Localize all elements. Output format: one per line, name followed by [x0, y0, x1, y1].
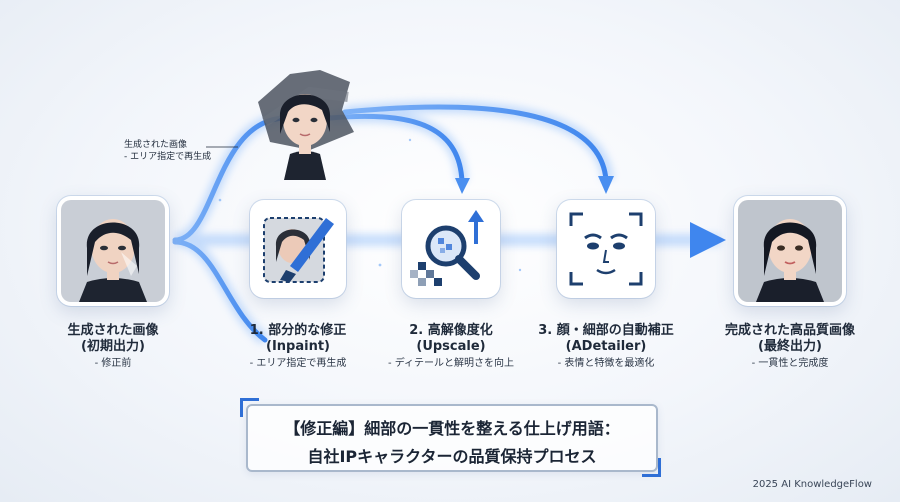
title-line1: 【修正編】細部の一貫性を整える仕上げ用語：: [284, 419, 620, 438]
brush-icon: [263, 217, 334, 283]
title-line2: 自社IPキャラクターの品質保持プロセス: [307, 447, 597, 466]
stage-title: 1. 部分的な修正: [249, 323, 347, 338]
stage-note: - 表情と特徴を最適化: [557, 357, 655, 369]
card-adetailer: [557, 200, 655, 298]
card-inpaint: [250, 200, 346, 298]
stage-title: 生成された画像: [67, 323, 159, 338]
stage-title: 2. 高解像度化: [409, 323, 493, 338]
stage-subtitle: (ADetailer): [565, 339, 647, 355]
stage-note: - 修正前: [94, 357, 132, 369]
stage-subtitle: (Inpaint): [266, 339, 330, 355]
face-scan-icon: [569, 212, 643, 286]
stage-note: - ディテールと解明さを向上: [387, 357, 515, 369]
stage-title: 完成された高品質画像: [724, 323, 855, 338]
stage-title: 3. 顔・細部の自動補正: [538, 323, 674, 338]
flow-to-adetailer: [342, 104, 609, 183]
card-initial-output: [57, 196, 169, 306]
magnifier-icon: [410, 210, 484, 286]
stage-label-initial: 生成された画像 (初期出力) - 修正前: [43, 323, 183, 370]
title-corner-top-left: [240, 398, 259, 417]
annotation-portrait: [250, 62, 360, 180]
card-final-output: [734, 196, 846, 306]
stage-subtitle: (最終出力): [758, 339, 822, 355]
stage-subtitle: (Upscale): [416, 339, 486, 355]
title-box: 【修正編】細部の一貫性を整える仕上げ用語： 自社IPキャラクターの品質保持プロセ…: [246, 404, 658, 472]
main-arrowhead: [690, 222, 726, 258]
stage-label-upscale: 2. 高解像度化 (Upscale) - ディテールと解明さを向上: [376, 323, 526, 370]
annotation-text: 生成された画像 - エリア指定で再生成: [124, 139, 211, 163]
stage-subtitle: (初期出力): [81, 339, 145, 355]
credit: 2025 AI KnowledgeFlow: [752, 479, 872, 490]
flow-down: [172, 239, 268, 343]
stage-label-adetailer: 3. 顔・細部の自動補正 (ADetailer) - 表情と特徴を最適化: [528, 323, 684, 370]
annotation-line2: - エリア指定で再生成: [124, 152, 212, 163]
portrait-image: [738, 200, 842, 302]
portrait-image: [61, 200, 165, 302]
card-upscale: [402, 200, 500, 298]
stage-label-final: 完成された高品質画像 (最終出力) - 一貫性と完成度: [714, 323, 866, 370]
annotation-line1: 生成された画像: [124, 140, 188, 150]
stage-note: - 一貫性と完成度: [751, 357, 829, 369]
flow-to-annotation: [172, 115, 288, 243]
stage-label-inpaint: 1. 部分的な修正 (Inpaint) - エリア指定で再生成: [228, 323, 368, 370]
stage-note: - エリア指定で再生成: [249, 357, 347, 369]
title-corner-bottom-right: [642, 458, 661, 477]
flow-to-upscale: [327, 113, 465, 185]
